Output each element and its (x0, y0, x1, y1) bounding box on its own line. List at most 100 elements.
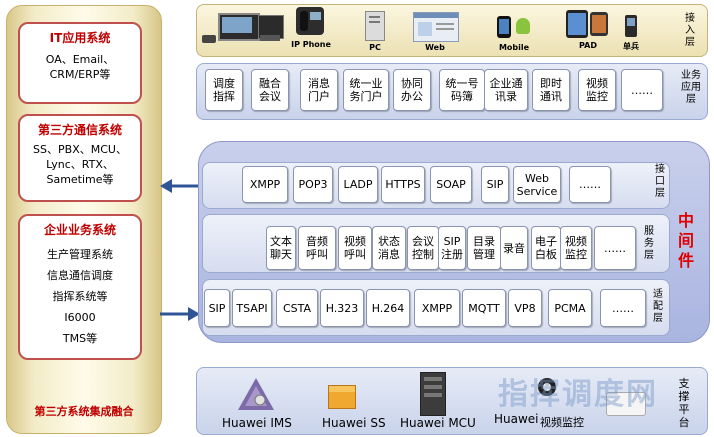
service-item-label: 电子白板 (535, 235, 557, 261)
business-item-label: 协同办公 (401, 77, 423, 103)
adapter-item-label: TSAPI (236, 301, 268, 315)
adapter-item: SIP (204, 289, 230, 327)
service-item: 电子白板 (531, 226, 561, 270)
business-layer-tag: 业务 应用 层 (676, 70, 706, 106)
service-item: 音频呼叫 (298, 226, 336, 270)
interface-item-label: LADP (343, 178, 373, 191)
service-item-label: 状态消息 (378, 235, 400, 261)
service-item-label: 音频呼叫 (306, 235, 328, 261)
service-item-label: 文本聊天 (270, 235, 292, 261)
service-item-label: 会议控制 (412, 235, 434, 261)
ims-triangle-icon (238, 378, 274, 410)
interface-item-label: SOAP (436, 178, 466, 191)
box-line: 信息通信调度 (47, 269, 113, 282)
camera-icon (538, 378, 556, 396)
tag-char: 撑 (678, 390, 690, 403)
platform-label: Huawei IMS (222, 416, 292, 430)
adapter-item: …… (600, 289, 646, 327)
adapter-item-label: H.323 (325, 301, 359, 315)
third-party-comm-box: 第三方通信系统 SS、PBX、MCU、 Lync、RTX、 Sametime等 (18, 114, 142, 202)
interface-layer-tag: 接 口 层 (654, 164, 666, 200)
service-item-label: 目录管理 (473, 235, 495, 261)
platform-label: Huawei (494, 412, 539, 426)
tag-char: 入 (685, 25, 695, 36)
box-line: OA、Email、 (45, 53, 115, 66)
box-line: TMS等 (62, 332, 98, 345)
it-app-box: IT应用系统 OA、Email、 CRM/ERP等 (18, 22, 142, 104)
tec-device-icon (606, 392, 646, 416)
platform-label: Huawei MCU (400, 416, 476, 430)
service-item-label: 录音 (503, 241, 525, 255)
device-label: IP Phone (291, 40, 331, 49)
platform-label: 视频监控 (540, 416, 584, 429)
handheld-terminal-icon (625, 15, 637, 37)
interface-item: SOAP (430, 166, 472, 203)
watermark: 指挥调度网 (498, 377, 658, 412)
device-label: 单兵 (623, 42, 639, 51)
business-item-label: 统一号码簿 (445, 77, 479, 103)
box-line: CRM/ERP等 (49, 68, 111, 81)
tag-char: 平 (678, 403, 690, 416)
business-item: 企业通讯录 (484, 69, 528, 111)
service-item: 视频监控 (560, 226, 592, 270)
enterprise-business-box: 企业业务系统 生产管理系统 信息通信调度 指挥系统等 I6000 TMS等 (18, 214, 142, 360)
interface-item: XMPP (242, 166, 288, 203)
adapter-layer-tag: 适 配 层 (652, 289, 664, 325)
service-item-label: …… (604, 241, 626, 255)
adapter-item-label: XMPP (421, 301, 453, 315)
business-item: 即时通讯 (532, 69, 570, 111)
adapter-item: H.323 (320, 289, 364, 327)
adapter-item: MQTT (462, 289, 506, 327)
business-item: 统一号码簿 (439, 69, 485, 111)
label-char: 中 (677, 211, 694, 230)
tag-char: 配 (653, 301, 663, 312)
business-item: 调度指挥 (205, 69, 243, 111)
tag-char: 口 (655, 176, 665, 187)
box-line: 生产管理系统 (47, 248, 113, 261)
arrow-right-icon (160, 307, 200, 321)
service-item: 视频呼叫 (338, 226, 372, 270)
adapter-item-label: …… (612, 301, 634, 315)
interface-item: POP3 (293, 166, 333, 203)
ip-phone-icon (296, 7, 324, 35)
pc-icon (365, 11, 385, 41)
adapter-item: PCMA (548, 289, 592, 327)
adapter-item-label: MQTT (468, 301, 500, 315)
terminal-group-icon (200, 9, 284, 43)
service-item: 状态消息 (372, 226, 406, 270)
device-label: Mobile (498, 43, 530, 52)
business-item-label: …… (631, 83, 653, 97)
service-item: 文本聊天 (266, 226, 296, 270)
business-item: 视频监控 (578, 69, 616, 111)
tablet-icon (566, 10, 588, 38)
tag-char: 台 (678, 416, 690, 429)
tag-char: 适 (653, 289, 663, 300)
interface-item-label: …… (579, 178, 601, 191)
business-item: 统一业务门户 (343, 69, 389, 111)
interface-item: HTTPS (381, 166, 425, 203)
box-title: 企业业务系统 (43, 223, 116, 237)
adapter-item-label: H.264 (371, 301, 405, 315)
platform-layer-tag: 支 撑 平 台 (678, 377, 690, 429)
tag-char: 接 (655, 164, 665, 175)
tag-char: 层 (686, 94, 696, 105)
box-title: 第三方通信系统 (37, 123, 122, 137)
box-line: Sametime等 (46, 173, 114, 186)
business-item: 消息门户 (300, 69, 338, 111)
label-char: 件 (677, 251, 694, 270)
web-page-icon (413, 12, 459, 42)
box-line: 指挥系统等 (52, 290, 108, 303)
interface-item-label: SIP (486, 178, 504, 191)
middleware-label: 中 间 件 (676, 211, 696, 271)
ss-box-icon (328, 385, 356, 409)
tag-char: 业务 (681, 70, 701, 81)
business-item-label: 融合会议 (259, 77, 281, 103)
label-char: 间 (677, 231, 694, 250)
business-item: 融合会议 (251, 69, 289, 111)
adapter-item-label: SIP (208, 301, 226, 315)
access-layer-tag: 接 入 层 (684, 13, 696, 49)
device-label: PC (369, 43, 381, 52)
